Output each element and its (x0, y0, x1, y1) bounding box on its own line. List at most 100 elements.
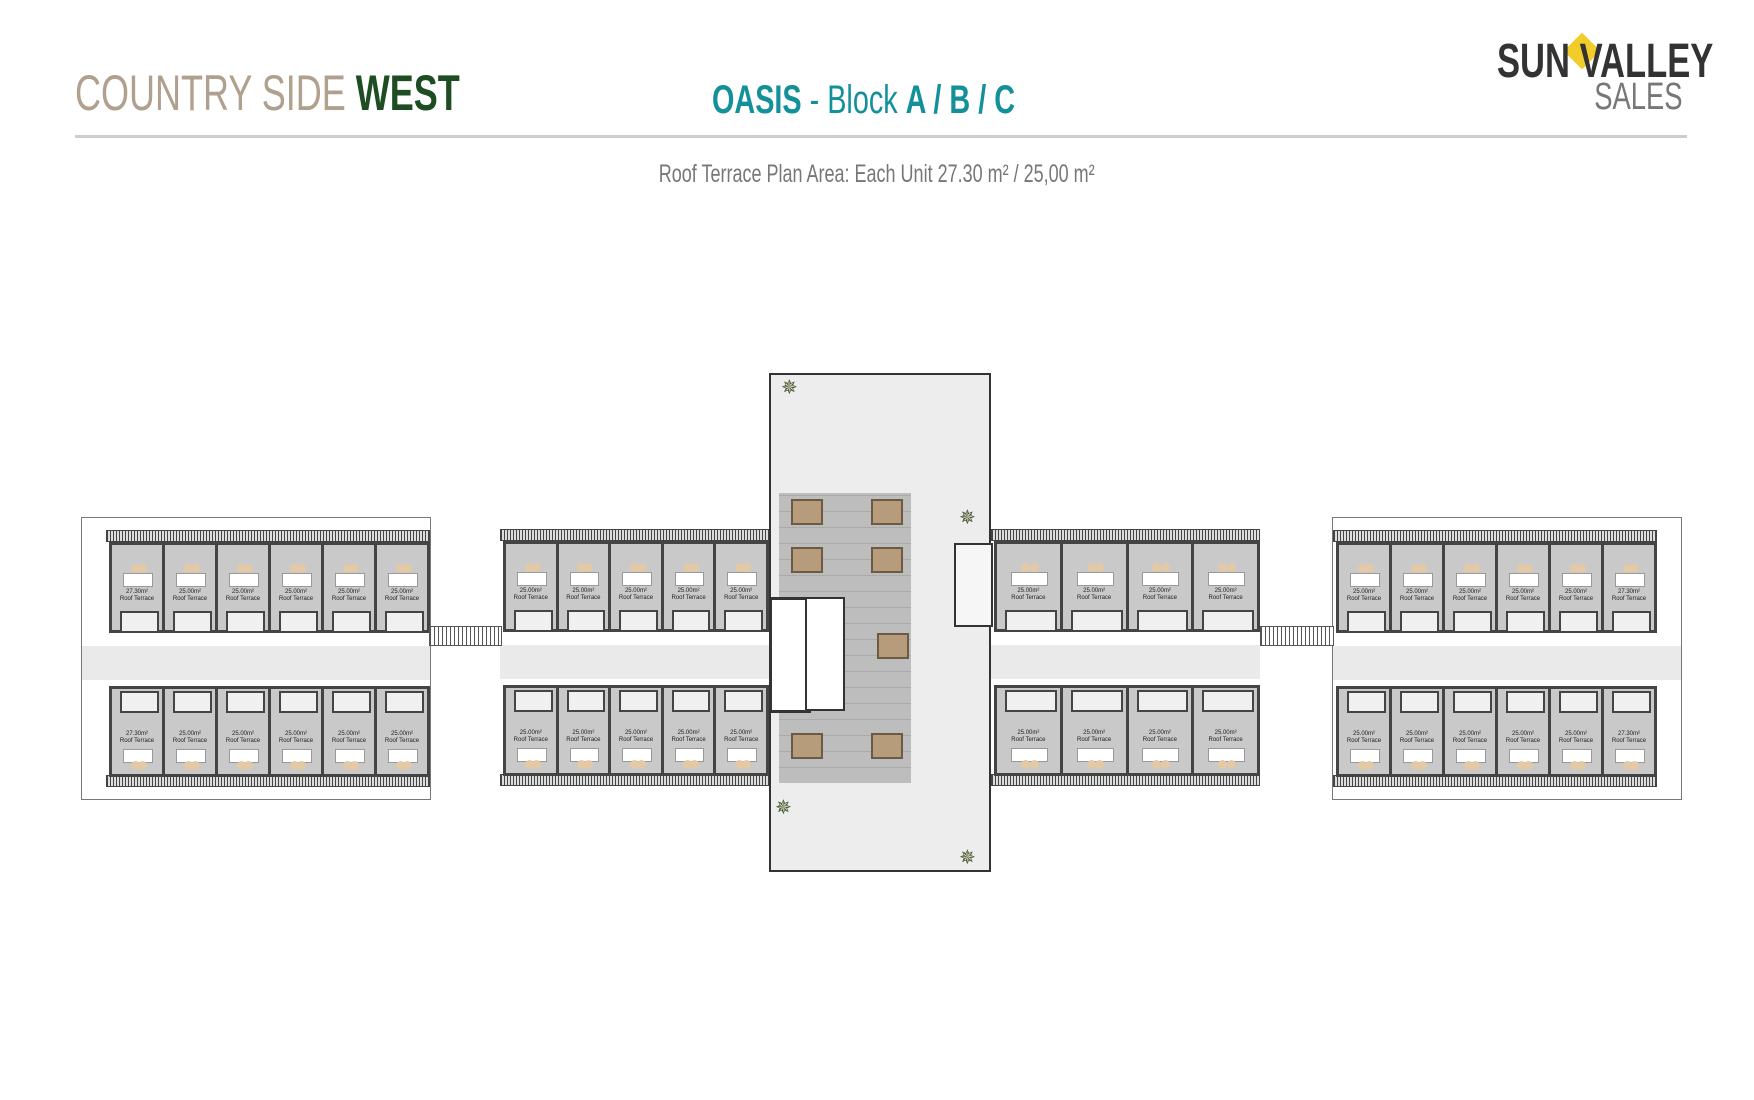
chair (1152, 563, 1162, 572)
unit-caption: Roof Terrace (1142, 737, 1177, 743)
bathroom (619, 610, 658, 632)
table (335, 573, 365, 587)
chair (1095, 760, 1105, 769)
chair (131, 761, 140, 770)
chair (636, 563, 646, 572)
chair (577, 563, 587, 572)
chair (584, 563, 594, 572)
bathroom (724, 610, 763, 632)
chair (682, 563, 692, 572)
unit-caption: Roof Terrace (119, 738, 155, 744)
unit-caption: Roof Terrace (618, 737, 654, 743)
chair (1570, 564, 1579, 573)
unit-caption: Roof Terrace (1346, 596, 1382, 602)
chair (1577, 564, 1586, 573)
chair (343, 564, 352, 573)
unit-area: 25.00m² (624, 730, 647, 736)
sofa (871, 499, 903, 525)
chair (1161, 563, 1171, 572)
chair (350, 761, 359, 770)
table (1350, 573, 1380, 587)
chair (1418, 564, 1427, 573)
chair (1152, 760, 1162, 769)
chair (1365, 564, 1374, 573)
bathroom (1202, 610, 1254, 632)
unit-area: 27.30m² (125, 731, 148, 737)
unit-caption: Roof Terrace (1077, 595, 1112, 601)
table (1456, 573, 1486, 587)
unit-area: 25.00m² (519, 730, 542, 736)
bathroom (1005, 690, 1057, 712)
table (1142, 572, 1180, 586)
table (569, 572, 600, 586)
unit-caption: Roof Terrace (384, 596, 420, 602)
bathroom (671, 690, 711, 712)
unit-caption: Roof Terrace (724, 595, 759, 601)
unit-area: 25.00m² (624, 588, 647, 594)
unit-area: 25.00m² (1458, 731, 1481, 737)
bathroom (173, 691, 212, 713)
unit-area: 25.00m² (519, 588, 542, 594)
sofa (791, 547, 823, 573)
bridge-east (1260, 626, 1334, 646)
sofa (791, 499, 823, 525)
chair (1029, 760, 1039, 769)
unit-caption: Roof Terrace (1142, 595, 1177, 601)
chair (1226, 563, 1236, 572)
chair (524, 563, 534, 572)
lift-core (805, 597, 845, 711)
bathroom (566, 690, 606, 712)
unit-caption: Roof Terrace (278, 596, 314, 602)
chair (1623, 564, 1632, 573)
chair (1630, 761, 1639, 770)
plan-subtitle: Roof Terrace Plan Area: Each Unit 27.30 … (0, 160, 1754, 189)
palm-icon: ✵ (959, 507, 976, 529)
chair (131, 564, 140, 573)
unit-area: 27.30m² (125, 589, 148, 595)
table (1509, 573, 1539, 587)
unit-area: 27.30m² (1617, 589, 1640, 595)
unit-area: 25.00m² (572, 730, 595, 736)
chair (1517, 761, 1526, 770)
chair (1029, 563, 1039, 572)
chair (184, 564, 193, 573)
chair (1570, 761, 1579, 770)
chair (1095, 563, 1105, 572)
chair (577, 760, 587, 769)
unit-area: 25.00m² (730, 588, 753, 594)
unit-caption: Roof Terrace (1011, 595, 1046, 601)
unit-caption: Roof Terrace (278, 738, 314, 744)
bathroom (1347, 691, 1386, 713)
unit-area: 25.00m² (1352, 589, 1375, 595)
chair (1358, 761, 1367, 770)
unit-area: 25.00m² (1405, 731, 1428, 737)
chair (1471, 564, 1480, 573)
corridor (1333, 646, 1681, 680)
unit-caption: Roof Terrace (1558, 596, 1594, 602)
chair (636, 760, 646, 769)
bathroom (1400, 691, 1439, 713)
table (1010, 572, 1048, 586)
table (282, 573, 312, 587)
